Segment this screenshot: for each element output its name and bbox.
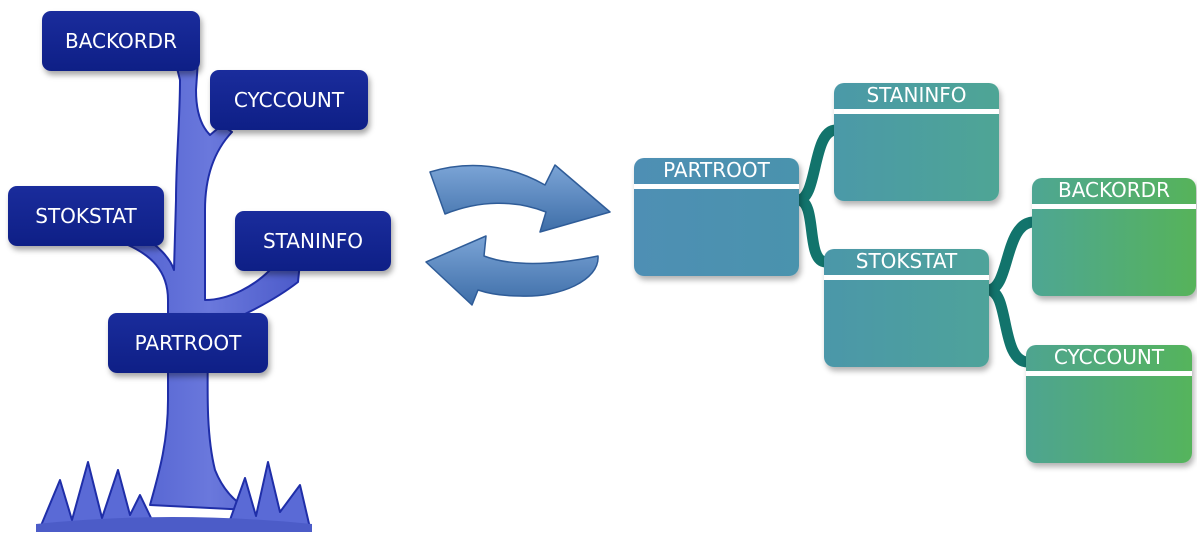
tree-label-stokstat: STOKSTAT [8,186,164,246]
tree-label-partroot: PARTROOT [108,313,268,373]
connector-partroot-staninfo [792,124,842,206]
box-divider [634,184,799,189]
box-title-partroot: PARTROOT [663,158,770,182]
box-cyccount: CYCCOUNT [1026,345,1192,463]
box-stokstat: STOKSTAT [824,249,989,367]
box-divider [824,275,989,280]
box-staninfo: STANINFO [834,83,999,201]
tree-label-backordr: BACKORDR [42,11,200,71]
tree-label-staninfo: STANINFO [235,211,391,271]
connector-stokstat-cyccount [982,284,1034,368]
arrow-left-icon [425,235,599,306]
grass-base [36,517,312,532]
box-divider [1026,371,1192,376]
box-backordr: BACKORDR [1032,178,1196,296]
arrow-right-icon [429,164,611,233]
box-title-stokstat: STOKSTAT [855,249,958,273]
box-divider [834,109,999,114]
box-title-backordr: BACKORDR [1058,178,1170,202]
connector-partroot-stokstat [792,194,832,268]
tree-label-cyccount: CYCCOUNT [210,70,368,130]
box-title-staninfo: STANINFO [866,83,967,107]
box-partroot: PARTROOT [634,158,799,276]
box-title-cyccount: CYCCOUNT [1053,345,1165,369]
connector-stokstat-backordr [982,216,1040,296]
box-divider [1032,204,1196,209]
